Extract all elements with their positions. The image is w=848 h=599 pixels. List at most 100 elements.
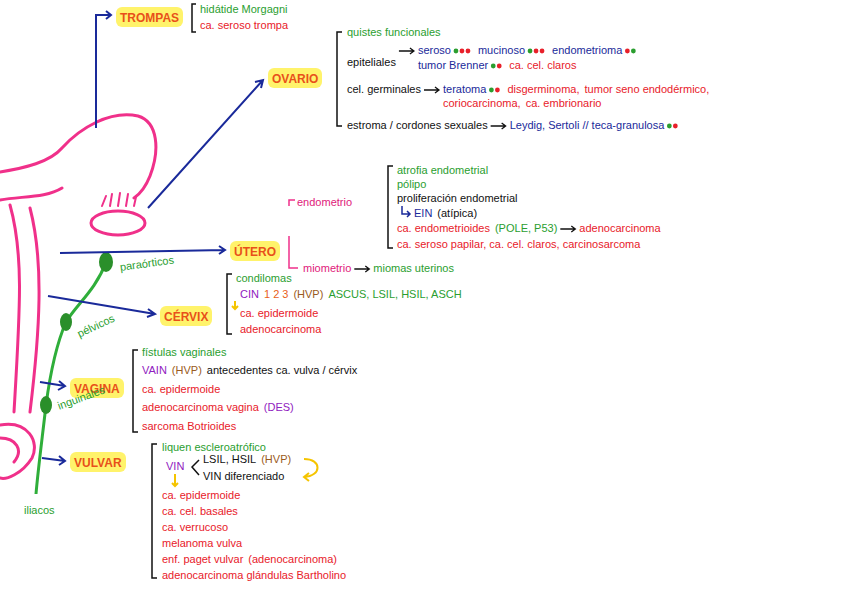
list-item: (atípica) bbox=[437, 207, 477, 220]
arrow bbox=[424, 87, 439, 93]
list-item: ASCUS, LSIL, HSIL, ASCH bbox=[328, 288, 461, 301]
organ-name: ÚTERO bbox=[234, 245, 276, 259]
arrow bbox=[148, 80, 263, 208]
arrow bbox=[232, 301, 238, 309]
list-item: proliferación endometrial bbox=[397, 192, 517, 205]
arrow bbox=[42, 456, 65, 465]
bracket bbox=[192, 460, 199, 475]
organ-arrows bbox=[40, 11, 263, 465]
list-item: ca. epidermoide bbox=[240, 307, 318, 320]
arrow bbox=[40, 381, 65, 390]
ovary-drawing bbox=[91, 211, 145, 235]
list-item: EIN bbox=[414, 207, 432, 220]
list-item: seroso bbox=[418, 44, 451, 57]
list-item: (HVP) bbox=[261, 453, 291, 466]
dot-marker bbox=[460, 49, 465, 54]
list-item: (HVP) bbox=[172, 364, 202, 377]
list-item: ca. verrucoso bbox=[162, 521, 228, 534]
list-item: coriocarcinoma, bbox=[443, 97, 521, 110]
list-item: quistes funcionales bbox=[347, 26, 441, 39]
vulva-drawing bbox=[0, 424, 34, 478]
list-item: tumor Brenner bbox=[418, 59, 488, 72]
uterus-tube bbox=[0, 115, 156, 198]
organ-label: ÚTERO bbox=[230, 241, 280, 261]
arrow bbox=[96, 11, 111, 128]
hook-arrow bbox=[402, 206, 410, 217]
list-item: ca. seroso papilar, ca. cel. claros, car… bbox=[397, 238, 640, 251]
organ-label: CÉRVIX bbox=[160, 306, 212, 326]
list-item: pélvicos bbox=[75, 312, 117, 341]
list-item: enf. paget vulvar bbox=[162, 553, 243, 566]
list-item: ca. cel. basales bbox=[162, 505, 238, 518]
dot-marker bbox=[489, 88, 494, 93]
list-item: adenocarcinoma glándulas Bartholino bbox=[162, 569, 346, 582]
list-item: paraórticos bbox=[119, 253, 175, 273]
list-item: mucinoso bbox=[478, 44, 525, 57]
arrow bbox=[560, 226, 575, 232]
dot-marker bbox=[454, 49, 459, 54]
uterus-drawing bbox=[0, 115, 156, 479]
organ-name: OVARIO bbox=[272, 72, 318, 86]
list-item: adenocarcinoma vagina bbox=[142, 401, 259, 414]
list-item: tumor seno endodérmico, bbox=[585, 83, 710, 96]
list-item: ca. embrionario bbox=[526, 97, 602, 110]
arrow bbox=[304, 459, 318, 481]
bracket bbox=[152, 444, 157, 578]
bracket bbox=[289, 200, 298, 268]
list-item: disgerminoma, bbox=[507, 83, 579, 96]
list-item: VIN diferenciado bbox=[203, 470, 284, 483]
dot-marker bbox=[491, 64, 496, 69]
list-item: hidátide Morgagni bbox=[200, 3, 287, 16]
vulva-drawing bbox=[0, 438, 18, 462]
dot-marker bbox=[540, 49, 545, 54]
arrow bbox=[491, 123, 506, 129]
arrow bbox=[48, 296, 155, 317]
vaginal-wall bbox=[30, 208, 39, 412]
list-item: teratoma bbox=[443, 83, 486, 96]
list-item: condilomas bbox=[236, 272, 292, 285]
dot-marker bbox=[528, 49, 533, 54]
lymph-node bbox=[40, 396, 52, 414]
list-item: ca. endometrioides bbox=[397, 222, 490, 235]
bracket bbox=[192, 4, 196, 32]
list-item: adenocarcinoma bbox=[240, 323, 321, 336]
organ-name: CÉRVIX bbox=[164, 310, 208, 324]
organ-label: TROMPAS bbox=[116, 7, 183, 27]
organ-name: VULVAR bbox=[74, 456, 122, 470]
list-item: (POLE, P53) bbox=[495, 222, 557, 235]
list-item: adenocarcinoma bbox=[579, 222, 660, 235]
lymph-node bbox=[60, 313, 72, 331]
organ-label: VULVAR bbox=[70, 452, 126, 472]
fimbriae bbox=[102, 193, 136, 206]
organ-name: TROMPAS bbox=[120, 11, 179, 25]
list-item: ca. epidermoide bbox=[162, 489, 240, 502]
list-item: miomas uterinos bbox=[373, 262, 454, 275]
list-item: miometrio bbox=[303, 262, 351, 275]
dot-marker bbox=[673, 124, 678, 129]
list-item: estroma / cordones sexuales bbox=[347, 119, 488, 132]
bracket bbox=[388, 166, 393, 248]
bracket bbox=[337, 32, 342, 126]
list-item: iliacos bbox=[24, 504, 55, 517]
list-item: antecedentes ca. vulva / cérvix bbox=[207, 364, 357, 377]
list-item: VIN bbox=[166, 460, 184, 473]
list-item: CIN bbox=[240, 288, 259, 301]
list-item: cel. germinales bbox=[347, 83, 421, 96]
list-item: melanoma vulva bbox=[162, 537, 242, 550]
list-item: (DES) bbox=[264, 401, 294, 414]
list-item: sarcoma Botrioides bbox=[142, 420, 236, 433]
bracket bbox=[133, 350, 138, 432]
arrow bbox=[399, 48, 414, 54]
list-item: (HVP) bbox=[293, 288, 323, 301]
bracket bbox=[227, 274, 232, 334]
list-item: atrofia endometrial bbox=[397, 164, 488, 177]
list-item: pólipo bbox=[397, 178, 426, 191]
lymph-node bbox=[99, 252, 113, 272]
vaginal-wall bbox=[10, 205, 20, 412]
list-item: endometrio bbox=[297, 196, 352, 209]
arrow bbox=[354, 266, 369, 272]
dot-marker bbox=[466, 49, 471, 54]
uterus-body bbox=[0, 188, 62, 200]
dot-marker bbox=[495, 88, 500, 93]
list-item: ca. seroso trompa bbox=[200, 19, 288, 32]
